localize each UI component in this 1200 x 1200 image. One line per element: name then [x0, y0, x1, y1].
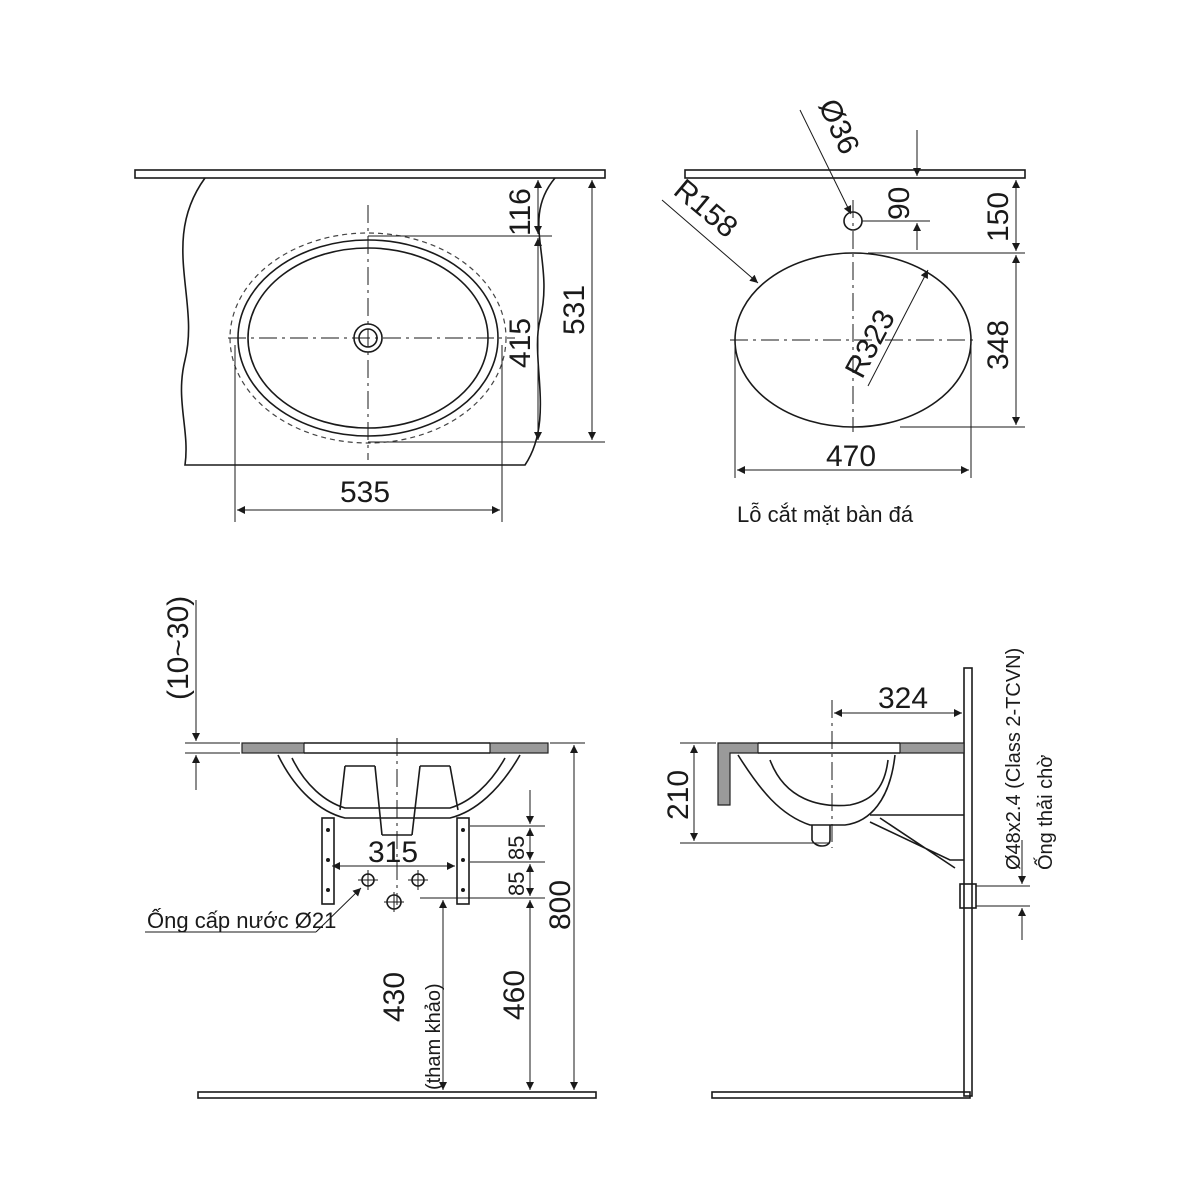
- bracket-left: [321, 817, 335, 905]
- dim-tap-offset: 90: [883, 187, 916, 220]
- dim-bowl-height: 210: [662, 770, 695, 820]
- cabinet-outline: [180, 177, 556, 466]
- dim-front-offset: 150: [982, 192, 1015, 242]
- reference-note: (tham khảo): [423, 983, 445, 1090]
- side-view: 324 210 Ø48x2.4 (Class 2-TCVN) Ống thải …: [662, 648, 1057, 1099]
- dim-upper-85: 85: [504, 836, 529, 860]
- dim-reference-height: 430: [378, 972, 411, 1022]
- countertop-right: [489, 742, 549, 754]
- dim-width-470: 470: [826, 440, 876, 473]
- dim-height-348: 348: [982, 320, 1015, 370]
- dim-lower-85: 85: [504, 872, 529, 896]
- basin-rib-left: [339, 765, 383, 836]
- cutout-view: Ø36 R158 R323 90 150 348 470 Lỗ cắt mặt …: [661, 94, 1026, 527]
- basin-bowl: [769, 759, 889, 807]
- countertop-edge: [134, 169, 606, 179]
- dim-depth-531: 531: [558, 285, 591, 335]
- dim-pipe-height: 460: [498, 970, 531, 1020]
- wall-bracket: [869, 814, 964, 869]
- dim-depth-324: 324: [878, 682, 928, 715]
- drain-stub: [959, 883, 977, 909]
- dim-width-535: 535: [340, 476, 390, 509]
- countertop-front: [717, 742, 759, 806]
- basin-drain: [811, 825, 831, 847]
- front-view: (10~30) 315 85 85 800 460 430 (tham khảo…: [145, 596, 597, 1099]
- top-view: 116 415 531 535: [134, 169, 606, 522]
- dim-bowl-415: 415: [504, 318, 537, 368]
- floor-line: [197, 1091, 597, 1099]
- bracket-right: [456, 817, 470, 905]
- drain-pipe: [384, 892, 404, 912]
- floor-line: [711, 1091, 971, 1099]
- wall: [963, 667, 973, 1097]
- supply-pipe-right: [408, 870, 428, 890]
- supply-pipe-left: [358, 870, 378, 890]
- drain-label: Ống thải chờ: [1033, 755, 1057, 870]
- dim-counter-thickness: (10~30): [162, 596, 195, 700]
- cutout-caption: Lỗ cắt mặt bàn đá: [737, 502, 914, 527]
- dim-radius-large: R323: [839, 304, 902, 383]
- dim-total-height: 800: [544, 880, 577, 930]
- water-supply-label: Ống cấp nước Ø21: [147, 907, 336, 933]
- countertop-left: [241, 742, 305, 754]
- dim-radius-small: R158: [668, 173, 744, 244]
- bowl-rim-dashed: [229, 232, 507, 444]
- dim-pipe-spacing: 315: [368, 836, 418, 869]
- basin-inner: [291, 757, 506, 809]
- basin-profile: [737, 754, 896, 826]
- dim-front-116: 116: [504, 188, 537, 236]
- countertop-back: [899, 742, 965, 754]
- basin-rib-right: [411, 765, 459, 836]
- drain-spec: Ø48x2.4 (Class 2-TCVN): [1003, 648, 1025, 870]
- countertop-edge: [684, 169, 1026, 179]
